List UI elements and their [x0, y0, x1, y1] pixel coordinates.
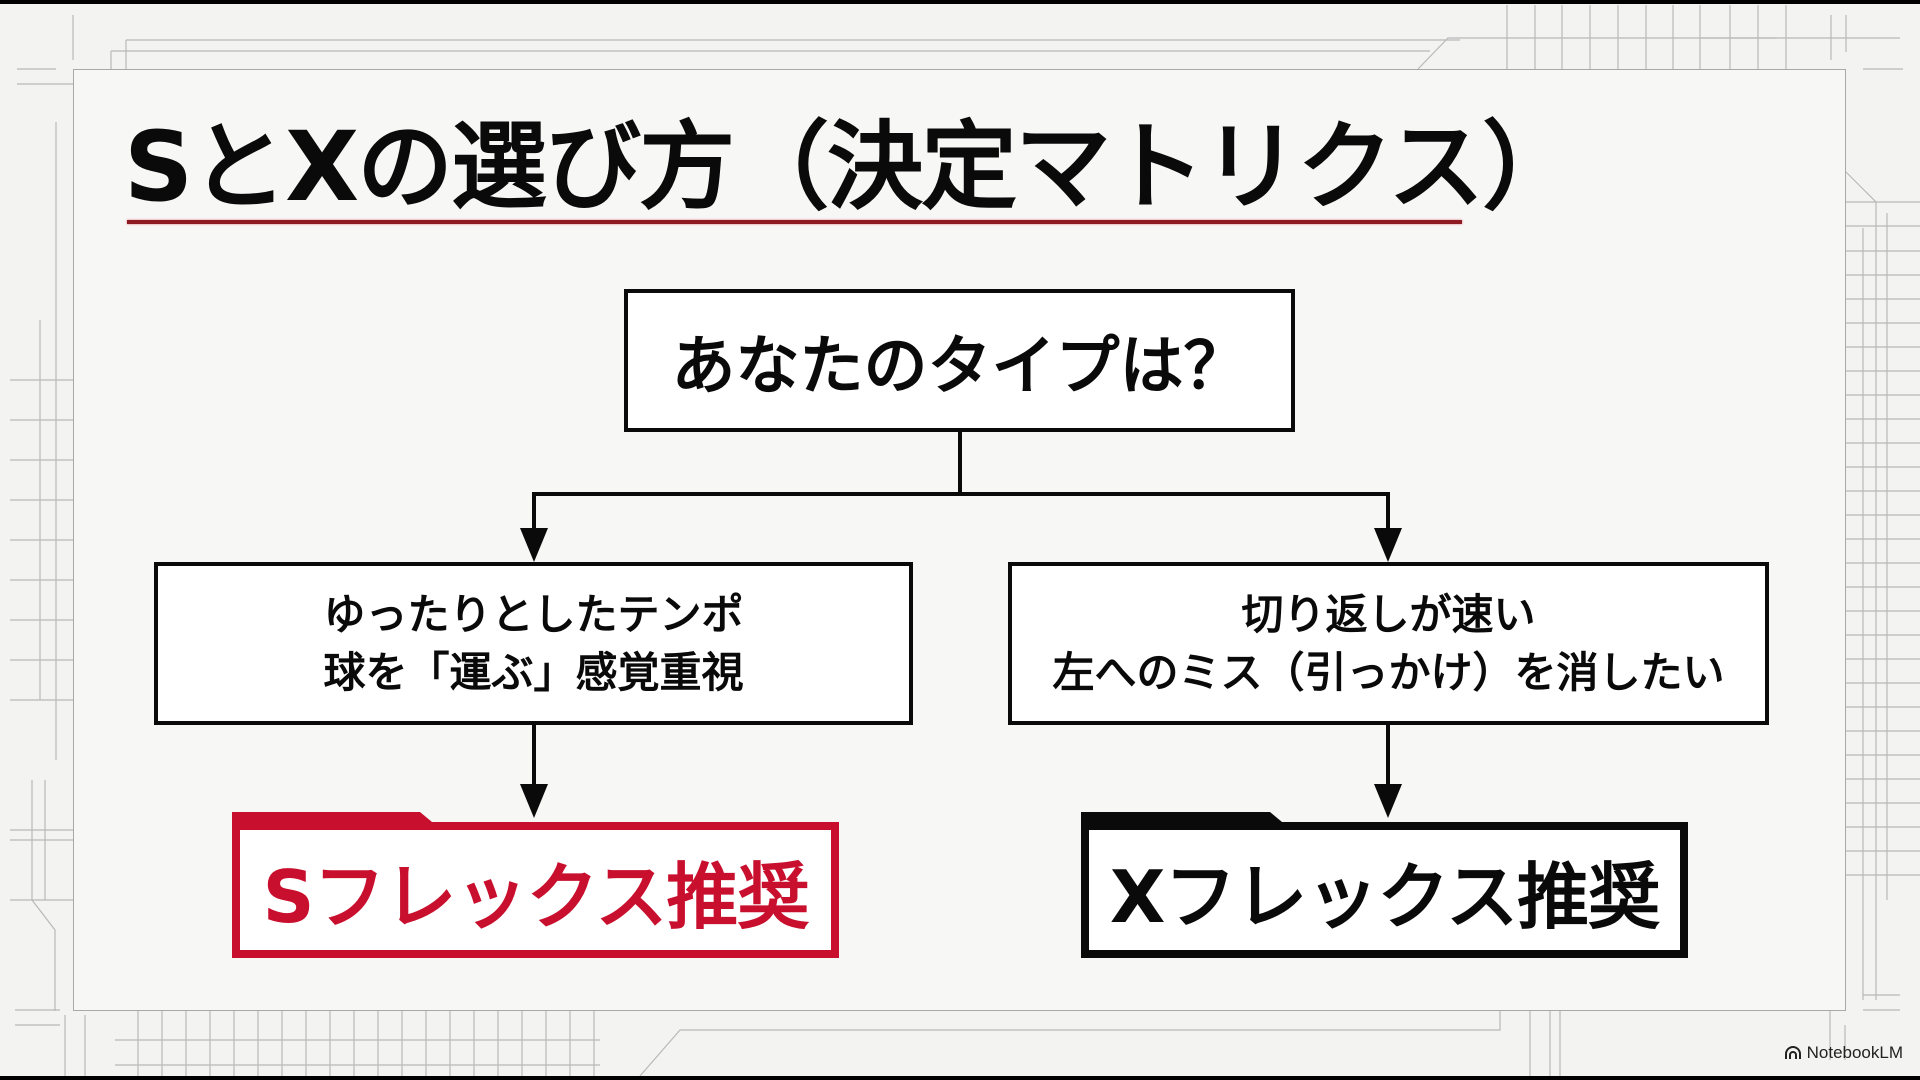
condition-line: 切り返しが速い [1241, 589, 1536, 639]
title-underline [127, 220, 1462, 224]
condition-box-x: 切り返しが速い 左へのミス（引っかけ）を消したい [1008, 562, 1769, 725]
brand-watermark: NotebookLM [1784, 1043, 1903, 1063]
condition-line: 球を「運ぶ」感覚重視 [323, 647, 744, 697]
condition-box-s: ゆったりとしたテンポ 球を「運ぶ」感覚重視 [154, 562, 913, 725]
page-title: SとXの選び方（決定マトリクス） [124, 111, 1578, 223]
bottom-black-band [0, 1076, 1920, 1080]
recommendation-box-s-flex: Sフレックス推奨 [232, 822, 839, 958]
condition-line: 左へのミス（引っかけ）を消したい [1052, 647, 1725, 697]
question-text: あなたのタイプは？ [671, 329, 1248, 404]
top-black-band [0, 0, 1920, 4]
brand-label: NotebookLM [1806, 1043, 1903, 1062]
recommendation-box-x-flex: Xフレックス推奨 [1081, 822, 1688, 958]
recommendation-text: Sフレックス推奨 [262, 854, 810, 939]
recommendation-text: Xフレックス推奨 [1109, 854, 1660, 939]
notebooklm-logo-icon [1784, 1046, 1801, 1059]
condition-line: ゆったりとしたテンポ [323, 589, 744, 639]
question-box: あなたのタイプは？ [624, 289, 1295, 432]
